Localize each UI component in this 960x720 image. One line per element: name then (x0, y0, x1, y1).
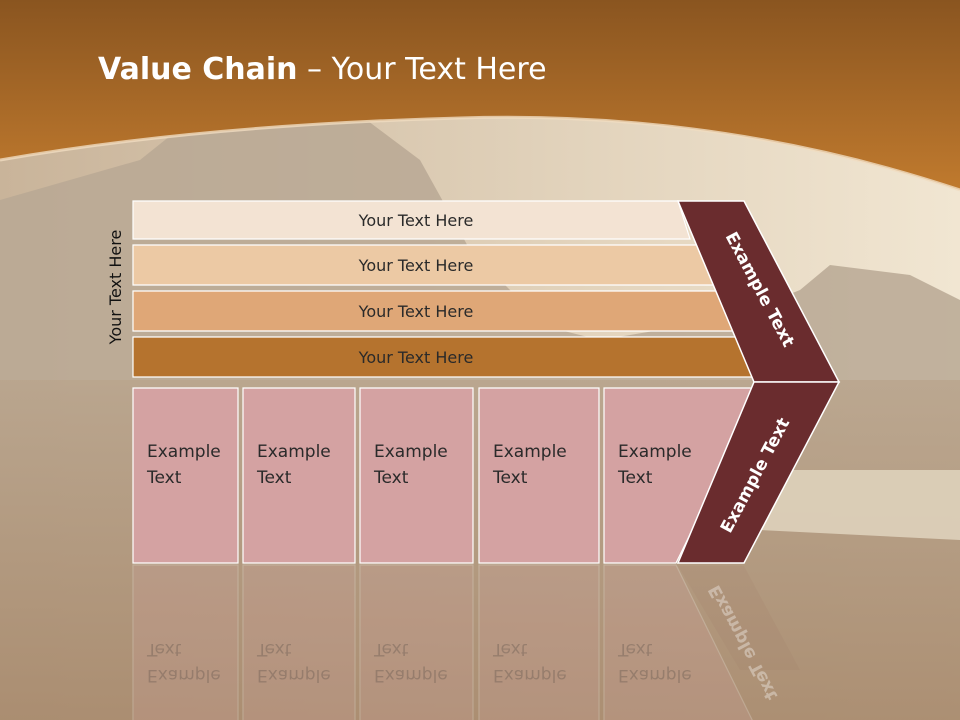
title-bold: Value Chain (98, 52, 298, 87)
row-label: Your Text Here (358, 211, 474, 230)
cell-reflection (242, 564, 356, 720)
row-label: Your Text Here (358, 348, 474, 367)
cell-reflection (603, 564, 753, 720)
cell-label-line1: Example (618, 442, 692, 462)
cell-label-line2: Text (374, 468, 409, 488)
cell-label-line2: Text (147, 468, 182, 488)
title-rest: – Your Text Here (297, 52, 547, 87)
cell-reflection (132, 564, 239, 720)
cell-label-line2: Text (493, 468, 528, 488)
cell-reflection (478, 564, 600, 720)
activity-cell (478, 387, 600, 564)
cell-label-line2: Text (257, 468, 292, 488)
activity-cell (603, 387, 763, 564)
slide-title: Value Chain – Your Text Here (98, 52, 547, 87)
chevron-lower (676, 381, 841, 564)
activity-cell (132, 387, 239, 564)
cell-reflection (359, 564, 474, 720)
row-bar (132, 200, 691, 240)
cell-label-line1: Example (493, 442, 567, 462)
cell-label-line2: Text (618, 468, 653, 488)
activity-cell (242, 387, 356, 564)
row-label: Your Text Here (358, 256, 474, 275)
cell-label-line1: Example (257, 442, 331, 462)
activity-cell (359, 387, 474, 564)
row-label: Your Text Here (358, 302, 474, 321)
cell-label-line1: Example (374, 442, 448, 462)
cell-label-line1: Example (147, 442, 221, 462)
